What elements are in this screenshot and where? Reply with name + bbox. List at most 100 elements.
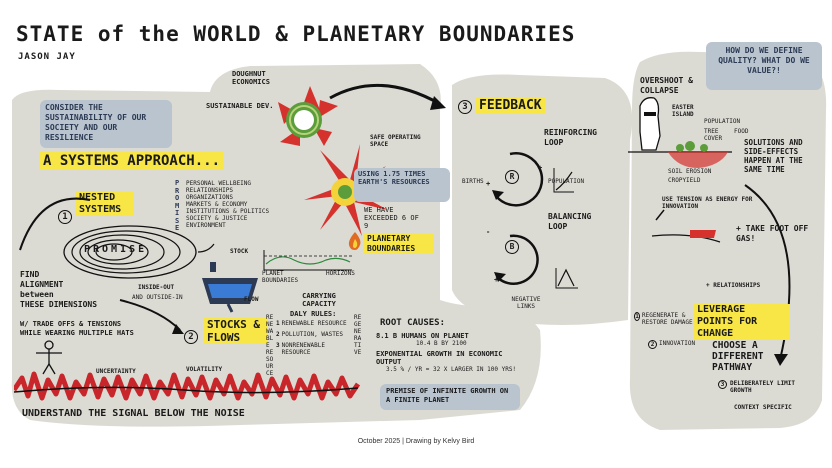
- flow-label: FLOW: [244, 296, 259, 303]
- promise-oval-label: PROMISE: [84, 244, 148, 255]
- uncertainty-label: UNCERTAINTY: [96, 368, 136, 375]
- planet-boundaries-axis-label: PLANET BOUNDARIES: [262, 270, 299, 284]
- cropyield-label: CROPYIELD: [668, 177, 701, 184]
- balancing-loop-b-badge: B: [505, 240, 519, 254]
- solutions-text: SOLUTIONS and SIDE-EFFECTS HAPPEN at the…: [744, 138, 803, 174]
- cause-item: 8.1 B HUMANS on PLANET: [376, 332, 469, 340]
- context-specific-label: CONTEXT SPECIFIC: [734, 404, 792, 411]
- innovation-item: 2 INNOVATION: [648, 340, 695, 349]
- tension-text: USE TENSION as ENERGY for INNOVATION: [662, 196, 753, 210]
- easter-island-label: EASTER ISLAND: [672, 104, 694, 118]
- alignment-line: FIND: [20, 270, 40, 279]
- tree-cover-tag: TREE COVER: [704, 128, 723, 142]
- step-number-1: 1: [58, 210, 72, 224]
- bathtub-stock-icon: [202, 262, 258, 313]
- doughnut-economics-icon: [278, 86, 338, 146]
- food-tag: FOOD: [734, 128, 749, 135]
- cause-item: 3.5 % / YR = 32 x LARGER in 100 YRS!: [386, 366, 517, 373]
- promise-acronym: PROMISE: [175, 179, 180, 232]
- overshoot-label: OVERSHOOT & COLLAPSE: [640, 76, 693, 95]
- consider-text: CONSIDER the SUSTAINABILITY of OUR SOCIE…: [45, 103, 147, 142]
- root-causes-heading: ROOT CAUSES:: [380, 318, 446, 328]
- stocks-flows-heading: STOCKS & FLOWS: [204, 318, 268, 344]
- promise-item: ENVIRONMENT: [186, 222, 226, 229]
- reinforcing-loop-r-badge: R: [505, 170, 519, 184]
- promise-item: SOCIETY & JUSTICE: [186, 215, 248, 222]
- regenerate-item: 1 REGENERATE & RESTORE DAMAGE: [634, 312, 693, 326]
- nested-ovals-diagram: [63, 225, 215, 279]
- promise-item: PERSONAL WELLBEING: [186, 180, 252, 187]
- births-label: BIRTHS: [462, 178, 484, 185]
- volatility-label: VOLATILITY: [186, 366, 223, 373]
- feedback-loops-diagram: [492, 152, 578, 289]
- plus-sign: +: [538, 164, 543, 172]
- choose-pathway-text: CHOOSE A DIFFERENT PATHWAY: [712, 340, 764, 373]
- soil-erosion-label: SOIL EROSION: [668, 168, 712, 175]
- using-resources-text: USING 1.75 TIMES EARTH'S RESOURCES: [358, 170, 430, 186]
- alignment-line: ALIGNMENT: [20, 280, 64, 289]
- planetary-boundaries-icon: [304, 144, 388, 236]
- minus-sign: -: [486, 228, 491, 236]
- daly-rule: 1 RENEWABLE RESOURCE: [276, 320, 347, 327]
- quality-question: HOW DO WE DEFINE QUALITY? WHAT DO WE VAL…: [718, 46, 810, 75]
- doughnut-label: DOUGHNUT ECONOMICS: [232, 70, 270, 86]
- consider-box: CONSIDER the SUSTAINABILITY of OUR SOCIE…: [40, 100, 172, 148]
- outside-in-label: and OUTSIDE-IN: [132, 294, 183, 301]
- promise-item: MARKETS & ECONOMY: [186, 201, 248, 208]
- inside-out-label: INSIDE-OUT: [138, 284, 175, 291]
- reinforcing-loop-label: REINFORCING LOOP: [544, 128, 597, 147]
- negative-links-label: NEGATIVE LINKS: [511, 296, 541, 310]
- alignment-line: between: [20, 290, 54, 299]
- exceeded-text: WE HAVE EXCEEDED 6 of 9: [364, 206, 419, 230]
- noise-signal-band: [14, 371, 361, 401]
- leverage-points-heading: LEVERAGE POINTS for CHANGE: [694, 304, 790, 340]
- daly-rule: 2 POLLUTION, WASTES: [276, 331, 344, 338]
- page-title: STATE of the WORLD & PLANETARY BOUNDARIE…: [16, 22, 576, 46]
- daly-rules-list: 1 RENEWABLE RESOURCE 2 POLLUTION, WASTES…: [276, 320, 356, 356]
- root-causes-list: 8.1 B HUMANS on PLANET 10.4 B by 2100 EX…: [376, 332, 526, 373]
- feedback-heading: FEEDBACK: [476, 98, 545, 114]
- balancing-figure-icon: [36, 340, 62, 375]
- carrying-capacity-label: CARRYING CAPACITY: [302, 292, 336, 308]
- quality-box: HOW DO WE DEFINE QUALITY? WHAT DO WE VAL…: [706, 42, 822, 90]
- promise-item: ORGANIZATIONS: [186, 194, 233, 201]
- cause-item: EXPONENTIAL GROWTH in ECONOMIC OUTPUT: [376, 350, 503, 366]
- premise-text: PREMISE of INFINITE GROWTH on a FINITE P…: [386, 387, 509, 404]
- plus-sign: +: [494, 276, 499, 284]
- step-number-2: 2: [184, 330, 198, 344]
- safe-space-label: SAFE OPERATING SPACE: [370, 134, 421, 148]
- daly-rule: 3 NONRENEWABLE RESOURCE: [276, 342, 325, 356]
- regenerative-side-label: REGENERATIVE: [354, 314, 362, 356]
- take-foot-off-gas-text: + TAKE FOOT OFF GAS!: [736, 224, 809, 243]
- systems-approach-heading: A SYSTEMS APPROACH...: [40, 152, 224, 170]
- cause-item: 10.4 B by 2100: [416, 340, 467, 347]
- stock-graph: [263, 250, 352, 271]
- gas-pedal-icon: [651, 209, 721, 243]
- limit-growth-item: 3 DELIBERATELY LIMIT GROWTH: [718, 380, 804, 394]
- daly-rules-label: DALY RULES:: [290, 310, 337, 318]
- population-label: POPULATION: [548, 178, 585, 185]
- flame-icon: [348, 232, 361, 250]
- plus-sign: +: [486, 180, 491, 188]
- sustainable-dev-label: SUSTAINABLE DEV.: [206, 102, 274, 110]
- signal-heading: UNDERSTAND the SIGNAL below the NOISE: [22, 408, 245, 419]
- promise-list: PERSONAL WELLBEING RELATIONSHIPS ORGANIZ…: [186, 180, 276, 229]
- stock-label: STOCK: [230, 248, 249, 255]
- renewable-side-label: RENEWABLE RESOURCE: [266, 314, 274, 377]
- population-tag: POPULATION: [704, 118, 741, 125]
- promise-item: RELATIONSHIPS: [186, 187, 233, 194]
- horizons-axis-label: HORIZONS: [326, 270, 355, 277]
- easter-island-icon: [628, 97, 732, 168]
- planetary-boundaries-label: PLANETARY BOUNDARIES: [364, 234, 434, 254]
- step-number-3: 3: [458, 100, 472, 114]
- footer-credit: October 2025 | Drawing by Kelvy Bird: [357, 438, 475, 445]
- promise-item: INSTITUTIONS & POLITICS: [186, 208, 270, 215]
- tradeoffs-text: W/ TRADE OFFS & TENSIONS WHILE WEARING M…: [20, 320, 134, 337]
- alignment-line: THESE DIMENSIONS: [20, 300, 98, 309]
- relationships-label: + RELATIONSHIPS: [706, 282, 761, 289]
- resources-box: USING 1.75 TIMES EARTH'S RESOURCES: [354, 168, 450, 202]
- nested-systems-label: NESTED SYSTEMS: [76, 192, 134, 216]
- author-name: JASON JAY: [18, 52, 76, 62]
- alignment-text: FIND ALIGNMENT between THESE DIMENSIONS: [20, 270, 100, 310]
